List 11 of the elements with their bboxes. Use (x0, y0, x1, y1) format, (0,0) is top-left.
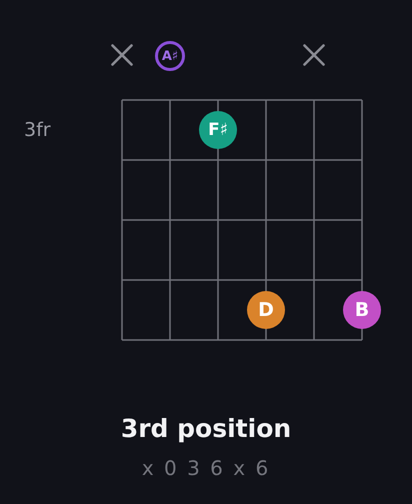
note-name: B (354, 300, 370, 320)
note-name: D (258, 300, 274, 320)
fingering-caption: x 0 3 6 x 6 (142, 455, 270, 481)
finger-dot (247, 291, 285, 329)
finger-dot (343, 291, 381, 329)
finger-dot (199, 111, 237, 149)
note-name: A♯ (162, 50, 178, 62)
note-name: F♯ (208, 122, 228, 138)
open-string-ring (155, 41, 185, 71)
chord-title: 3rd position (120, 413, 292, 445)
fret-number: 3fr (24, 118, 51, 142)
